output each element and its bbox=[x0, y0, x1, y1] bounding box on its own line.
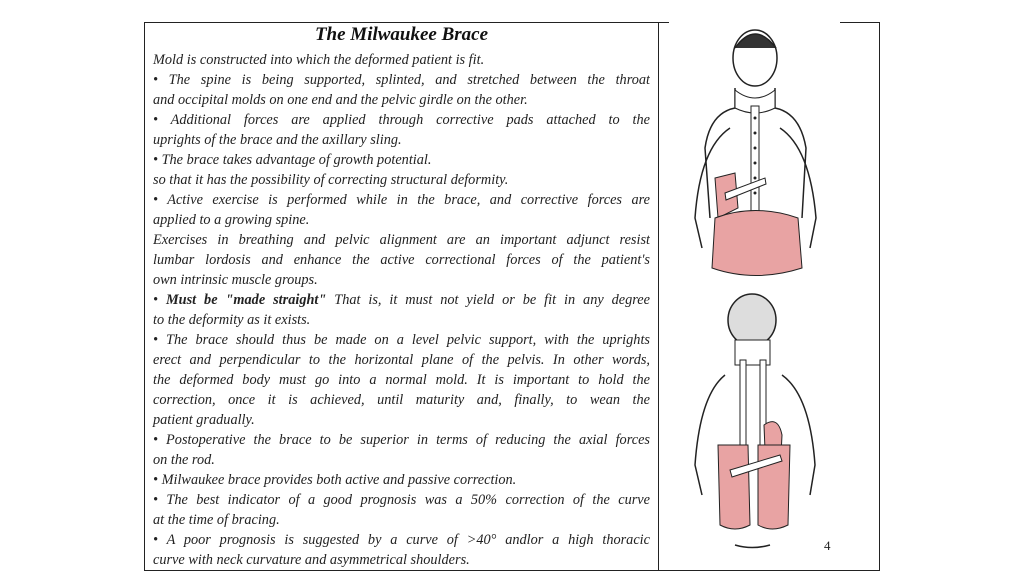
text-line: own intrinsic muscle groups. bbox=[153, 272, 318, 288]
text-line: to the deformity as it exists. bbox=[153, 312, 311, 328]
text-line: curve with neck curvature and asymmetric… bbox=[153, 552, 470, 568]
page-number: 4 bbox=[824, 538, 831, 553]
text: That is, it must not yield or be fit in … bbox=[326, 292, 650, 308]
text-line: applied to a growing spine. bbox=[153, 212, 310, 228]
text-line: • Active exercise is performed while in … bbox=[153, 192, 650, 208]
text-line: so that it has the possibility of correc… bbox=[153, 172, 509, 188]
text-line: • The best indicator of a good prognosis… bbox=[153, 492, 650, 508]
emphasis: Must be "made straight" bbox=[165, 292, 327, 308]
text-line: correction, once it is achieved, until m… bbox=[153, 392, 650, 408]
text-line: and occipital molds on one end and the p… bbox=[153, 92, 528, 108]
text-line: • Postoperative the brace to be superior… bbox=[153, 432, 650, 448]
text-line: Mold is constructed into which the defor… bbox=[153, 52, 485, 68]
text-line: • A poor prognosis is suggested by a cur… bbox=[153, 532, 650, 548]
front-view-brace-illustration bbox=[694, 29, 817, 276]
text-panel: The Milwaukee Brace Mold is constructed … bbox=[144, 22, 659, 571]
text-line: • Additional forces are applied through … bbox=[153, 112, 650, 128]
figure-panel bbox=[659, 22, 880, 571]
text-line: • The brace should thus be made on a lev… bbox=[153, 332, 650, 348]
text-line: the deformed body must go into a normal … bbox=[153, 372, 650, 388]
divider bbox=[659, 22, 669, 23]
text-line: • The spine is being supported, splinted… bbox=[153, 72, 650, 88]
text-line: patient gradually. bbox=[153, 412, 255, 428]
text-line: at the time of bracing. bbox=[153, 512, 280, 528]
divider bbox=[840, 22, 880, 23]
text-line: on the rod. bbox=[153, 452, 215, 468]
text-line: erect and perpendicular to the horizonta… bbox=[153, 352, 650, 368]
text-line: lumbar lordosis and enhance the active c… bbox=[153, 252, 650, 268]
back-view-brace-illustration bbox=[694, 293, 816, 549]
text-line: • Must be "made straight" That is, it mu… bbox=[153, 292, 650, 308]
text-line: Exercises in breathing and pelvic alignm… bbox=[153, 232, 650, 248]
text-line: • The brace takes advantage of growth po… bbox=[153, 152, 432, 168]
text-line: • Milwaukee brace provides both active a… bbox=[153, 472, 517, 488]
page-title: The Milwaukee Brace bbox=[314, 24, 489, 45]
text-line: uprights of the brace and the axillary s… bbox=[153, 132, 402, 148]
